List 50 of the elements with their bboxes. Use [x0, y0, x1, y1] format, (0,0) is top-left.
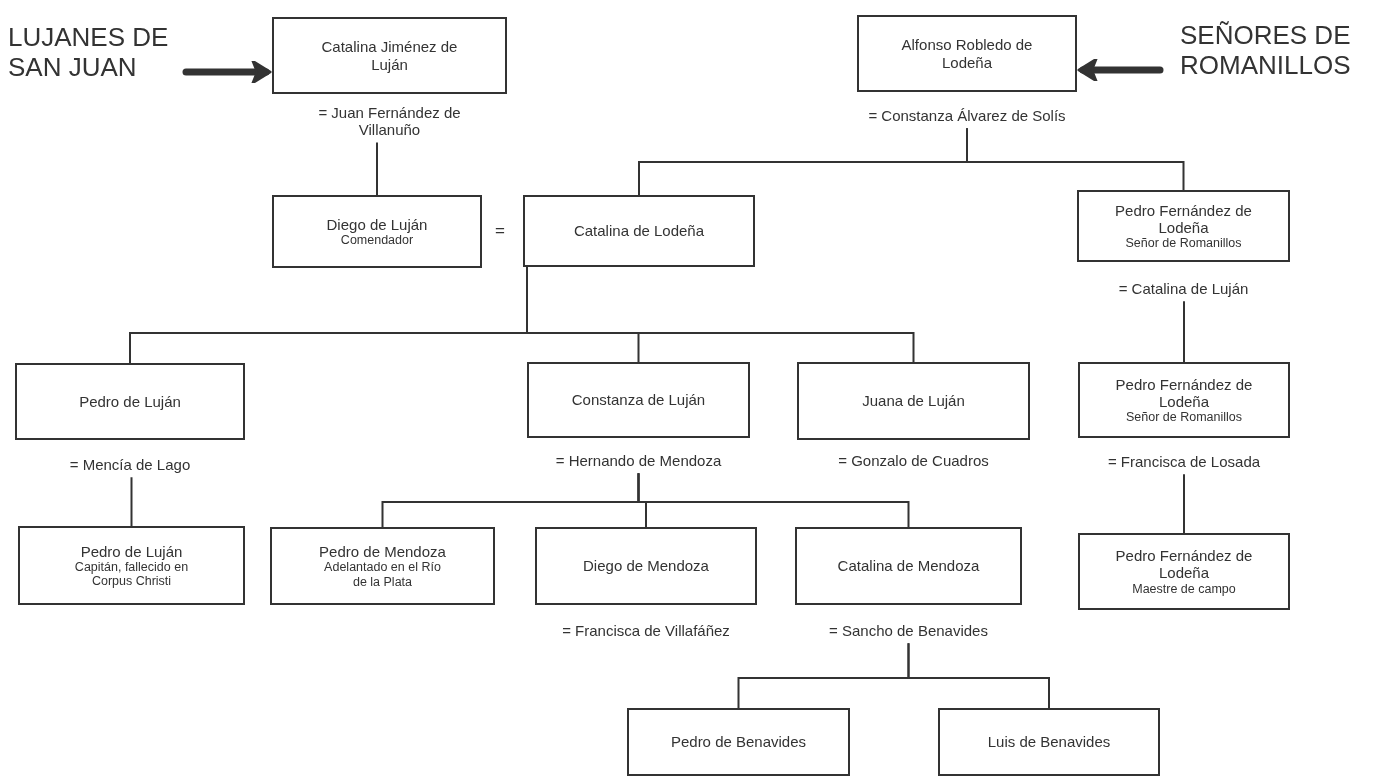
person-box	[523, 195, 755, 267]
heading-text: SEÑORES DE ROMANILLOS	[1180, 18, 1390, 84]
person-title: Capitán, fallecido en Corpus Christi	[73, 559, 190, 589]
person-name: Catalina de Lodeña	[573, 222, 705, 240]
person-box	[272, 195, 482, 268]
person-box	[1077, 190, 1290, 262]
person-name: Juana de Luján	[862, 392, 965, 410]
person-name: Diego de Luján	[326, 215, 428, 233]
person-title: Señor de Romanillos	[1125, 410, 1242, 425]
person-box	[535, 527, 757, 605]
person-name: Pedro Fernández de Lodeña	[1114, 375, 1254, 411]
person-name: Pedro de Luján	[79, 392, 181, 411]
arrow	[1077, 57, 1164, 83]
person-name: Pedro Fernández de Lodeña	[1114, 547, 1254, 582]
person-name: Pedro Fernández de Lodeña	[1114, 201, 1253, 237]
descent-line	[637, 472, 910, 528]
person-name: Pedro de Mendoza	[319, 543, 446, 561]
person-box	[627, 708, 850, 776]
person-box	[18, 526, 245, 605]
person-name: Luis de Benavides	[987, 733, 1111, 751]
person-title: Adelantado en el Río de la Plata	[323, 560, 442, 589]
person-box	[1078, 533, 1290, 610]
person-box	[1078, 362, 1290, 438]
person-name: Catalina de Mendoza	[837, 557, 980, 575]
person-name: Pedro de Benavides	[670, 733, 807, 751]
person-name: Catalina Jiménez de Luján	[320, 38, 459, 73]
person-box	[797, 362, 1030, 440]
person-box	[857, 15, 1077, 92]
descent-line	[966, 127, 1185, 191]
person-name: Diego de Mendoza	[583, 557, 709, 575]
equals-sign: =	[495, 221, 505, 241]
person-box	[938, 708, 1160, 776]
person-box	[527, 362, 750, 438]
arrow	[182, 59, 272, 85]
person-box	[270, 527, 495, 605]
person-box	[15, 363, 245, 440]
person-box	[272, 17, 507, 94]
descent-line	[1183, 473, 1185, 534]
descent-line	[907, 642, 1050, 709]
person-box	[795, 527, 1022, 605]
person-name: Pedro de Luján	[80, 542, 183, 560]
person-title: Comendador	[340, 232, 414, 248]
person-name: Constanza de Luján	[571, 391, 706, 409]
descent-line	[376, 141, 378, 196]
heading-text: LUJANES DE SAN JUAN	[8, 20, 178, 86]
descent-line	[130, 476, 133, 527]
descent-line	[1183, 300, 1185, 363]
person-title: Maestre de campo	[1132, 581, 1236, 596]
person-name: Alfonso Robledo de Lodeña	[900, 36, 1034, 71]
person-title: Señor de Romanillos	[1125, 236, 1242, 251]
